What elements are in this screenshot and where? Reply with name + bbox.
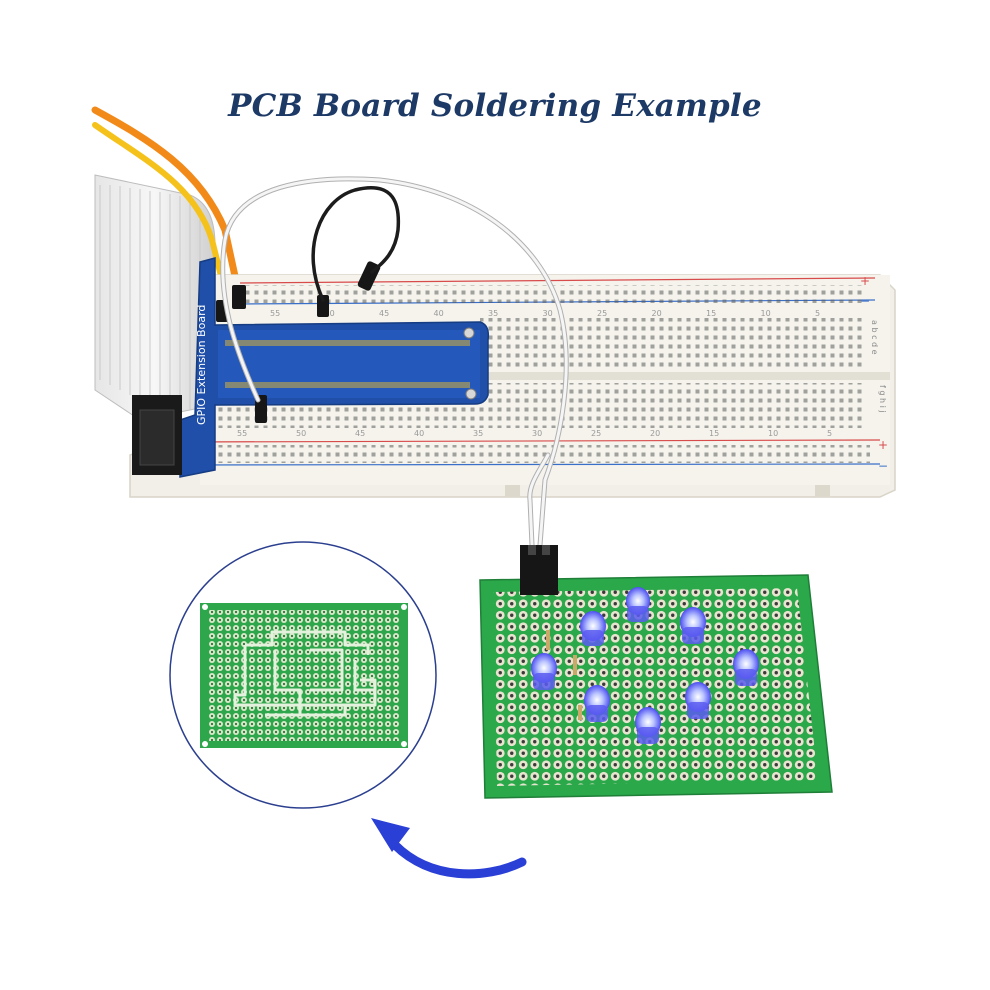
led-icon — [626, 587, 650, 622]
rail-plus-bottom: + — [878, 438, 888, 452]
rail-plus-top: + — [860, 274, 870, 288]
column-number-top: 45 — [379, 309, 389, 318]
row-letters-top: a b c d e — [870, 320, 879, 355]
column-number-bottom: 15 — [709, 429, 719, 438]
breadboard-labels: + − + − a b c d e f g h i j — [860, 274, 888, 473]
led-icon — [685, 682, 711, 719]
column-number-bottom: 40 — [414, 429, 424, 438]
column-number-bottom: 35 — [473, 429, 483, 438]
column-number-bottom: 30 — [532, 429, 542, 438]
column-number-bottom: 45 — [355, 429, 365, 438]
column-number-bottom: 10 — [768, 429, 778, 438]
jumper-wires-orange — [91, 106, 242, 295]
column-number-top: 40 — [434, 309, 444, 318]
column-number-top: 30 — [543, 309, 553, 318]
led-icon — [635, 707, 661, 744]
column-number-top: 10 — [761, 309, 771, 318]
gpio-board-label: GPIO Extension Board — [195, 305, 208, 425]
column-number-top: 55 — [270, 309, 280, 318]
led-icon — [580, 611, 606, 646]
jumper-wire-black — [311, 186, 401, 302]
led-icon — [680, 607, 706, 644]
led-icon — [733, 649, 759, 686]
column-number-top: 20 — [652, 309, 662, 318]
column-number-bottom: 20 — [650, 429, 660, 438]
ribbon-cable — [94, 174, 216, 421]
pcb-back-inset — [169, 541, 437, 809]
column-number-bottom: 5 — [827, 429, 832, 438]
column-number-top: 25 — [597, 309, 607, 318]
jumper-wire-white — [220, 176, 569, 548]
rail-minus-top: − — [860, 294, 870, 308]
column-number-bottom: 55 — [237, 429, 247, 438]
page-title: PCB Board Soldering Example — [228, 88, 762, 124]
gpio-extension-board: GPIO Extension Board — [132, 257, 490, 478]
column-number-top: 5 — [815, 309, 820, 318]
rail-minus-bottom: − — [878, 459, 888, 473]
column-number-top: 50 — [325, 309, 335, 318]
column-number-top: 35 — [488, 309, 498, 318]
row-letters-bottom: f g h i j — [878, 385, 887, 413]
arrow-icon — [371, 818, 527, 879]
led-icon — [584, 685, 610, 722]
pcb-board-leds — [479, 545, 833, 799]
column-number-top: 15 — [706, 309, 716, 318]
column-number-bottom: 50 — [296, 429, 306, 438]
column-number-bottom: 25 — [591, 429, 601, 438]
led-icon — [531, 653, 557, 690]
